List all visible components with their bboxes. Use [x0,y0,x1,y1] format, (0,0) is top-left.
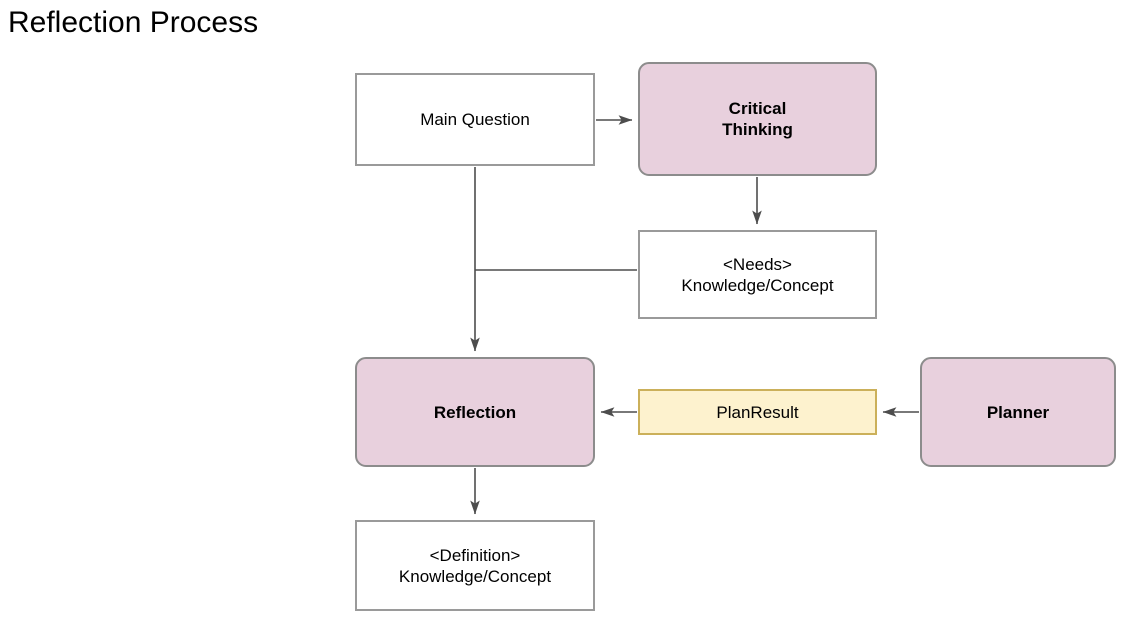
node-main-question[interactable]: Main Question [355,73,595,166]
node-planner[interactable]: Planner [920,357,1116,467]
node-definition-knowledge-concept[interactable]: <Definition> Knowledge/Concept [355,520,595,611]
node-plan-result-label: PlanResult [716,402,799,422]
node-needs-knowledge-concept-label: <Needs> Knowledge/Concept [681,254,834,295]
node-reflection[interactable]: Reflection [355,357,595,467]
node-main-question-label: Main Question [420,110,530,129]
node-planner-label: Planner [986,402,1050,422]
node-critical-thinking-label: Critical Thinking [722,99,793,139]
node-reflection-label: Reflection [433,402,517,422]
node-definition-knowledge-concept-label: <Definition> Knowledge/Concept [398,545,552,586]
page-title: Reflection Process [8,6,259,39]
node-needs-knowledge-concept[interactable]: <Needs> Knowledge/Concept [638,230,877,319]
node-critical-thinking[interactable]: Critical Thinking [638,62,877,176]
node-plan-result[interactable]: PlanResult [638,389,877,435]
